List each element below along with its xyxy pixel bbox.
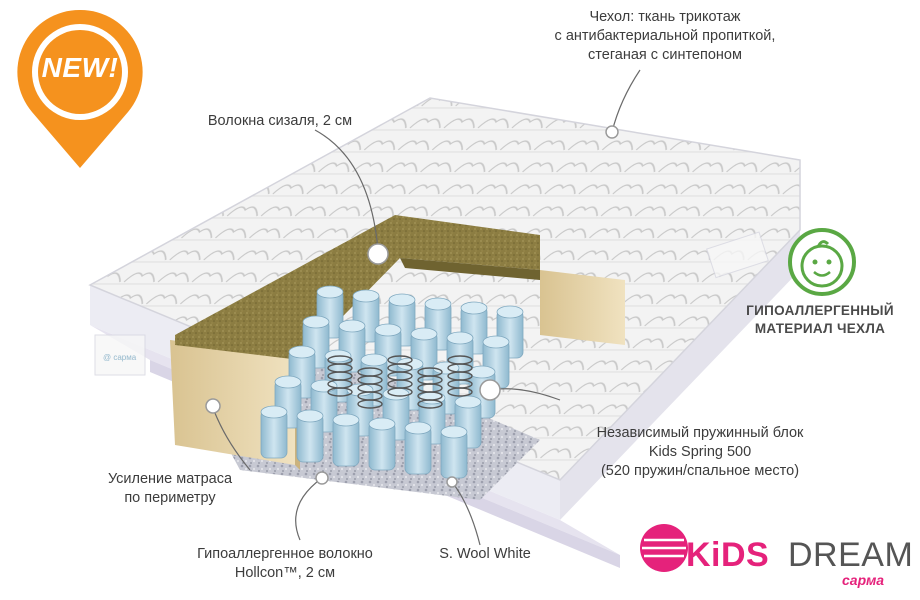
spring-pocket-top bbox=[352, 289, 380, 303]
kidsdream-logo-icon bbox=[640, 524, 688, 572]
baby-face-icon bbox=[788, 228, 856, 296]
spring-pocket-top bbox=[338, 319, 366, 333]
spring-pocket-top bbox=[460, 301, 488, 315]
label-spring: Независимый пружинный блок Kids Spring 5… bbox=[596, 425, 804, 479]
coil-spring bbox=[327, 387, 353, 397]
brand-logo: KiDS DREAM сарма bbox=[636, 528, 916, 588]
coil-spring bbox=[357, 399, 383, 409]
spring-pocket-top bbox=[260, 405, 288, 419]
coil-spring bbox=[417, 399, 443, 409]
spring-pocket-top bbox=[310, 379, 338, 393]
coil-spring bbox=[387, 387, 413, 397]
label-perimeter: Усиление матраса по периметру bbox=[107, 471, 233, 506]
spring-pocket-top bbox=[302, 315, 330, 329]
spring-pocket-top bbox=[374, 323, 402, 337]
brand-dream: DREAM bbox=[788, 536, 914, 574]
spring-pocket-top bbox=[382, 387, 410, 401]
spring-pocket-top bbox=[274, 375, 302, 389]
spring-pocket-top bbox=[496, 305, 524, 319]
spring-pocket-top bbox=[368, 417, 396, 431]
label-sisal: Волокна сизаля, 2 см bbox=[207, 113, 353, 129]
spring-pocket-top bbox=[446, 331, 474, 345]
coil-spring bbox=[447, 387, 473, 397]
brand-sarma: сарма bbox=[842, 572, 885, 588]
spring-pocket-top bbox=[410, 327, 438, 341]
spring-pocket-top bbox=[316, 285, 344, 299]
brand-kids: KiDS bbox=[686, 536, 770, 574]
spring-pocket-top bbox=[424, 297, 452, 311]
label-hollcon: Гипоаллергенное волокно Hollcon™, 2 см bbox=[197, 546, 373, 581]
spring-pocket-top bbox=[388, 293, 416, 307]
spring-pocket-top bbox=[482, 335, 510, 349]
spring-pocket-top bbox=[468, 365, 496, 379]
spring-pocket-top bbox=[440, 425, 468, 439]
label-cover: Чехол: ткань трикотаж с антибактериально… bbox=[554, 9, 776, 63]
svg-text:@ сарма: @ сарма bbox=[103, 353, 137, 362]
spring-pockets bbox=[260, 285, 524, 479]
new-badge-text: NEW! bbox=[41, 52, 119, 83]
spring-pocket-top bbox=[454, 395, 482, 409]
spring-pocket-top bbox=[332, 413, 360, 427]
hypo-badge-text: ГИПОАЛЛЕРГЕННЫЙ МАТЕРИАЛ ЧЕХЛА bbox=[746, 303, 894, 336]
spring-pocket-top bbox=[360, 353, 388, 367]
label-wool: S. Wool White bbox=[439, 546, 531, 562]
spring-pocket-top bbox=[404, 421, 432, 435]
spring-pocket-top bbox=[288, 345, 316, 359]
spring-pocket-top bbox=[296, 409, 324, 423]
new-badge-icon bbox=[17, 9, 143, 168]
